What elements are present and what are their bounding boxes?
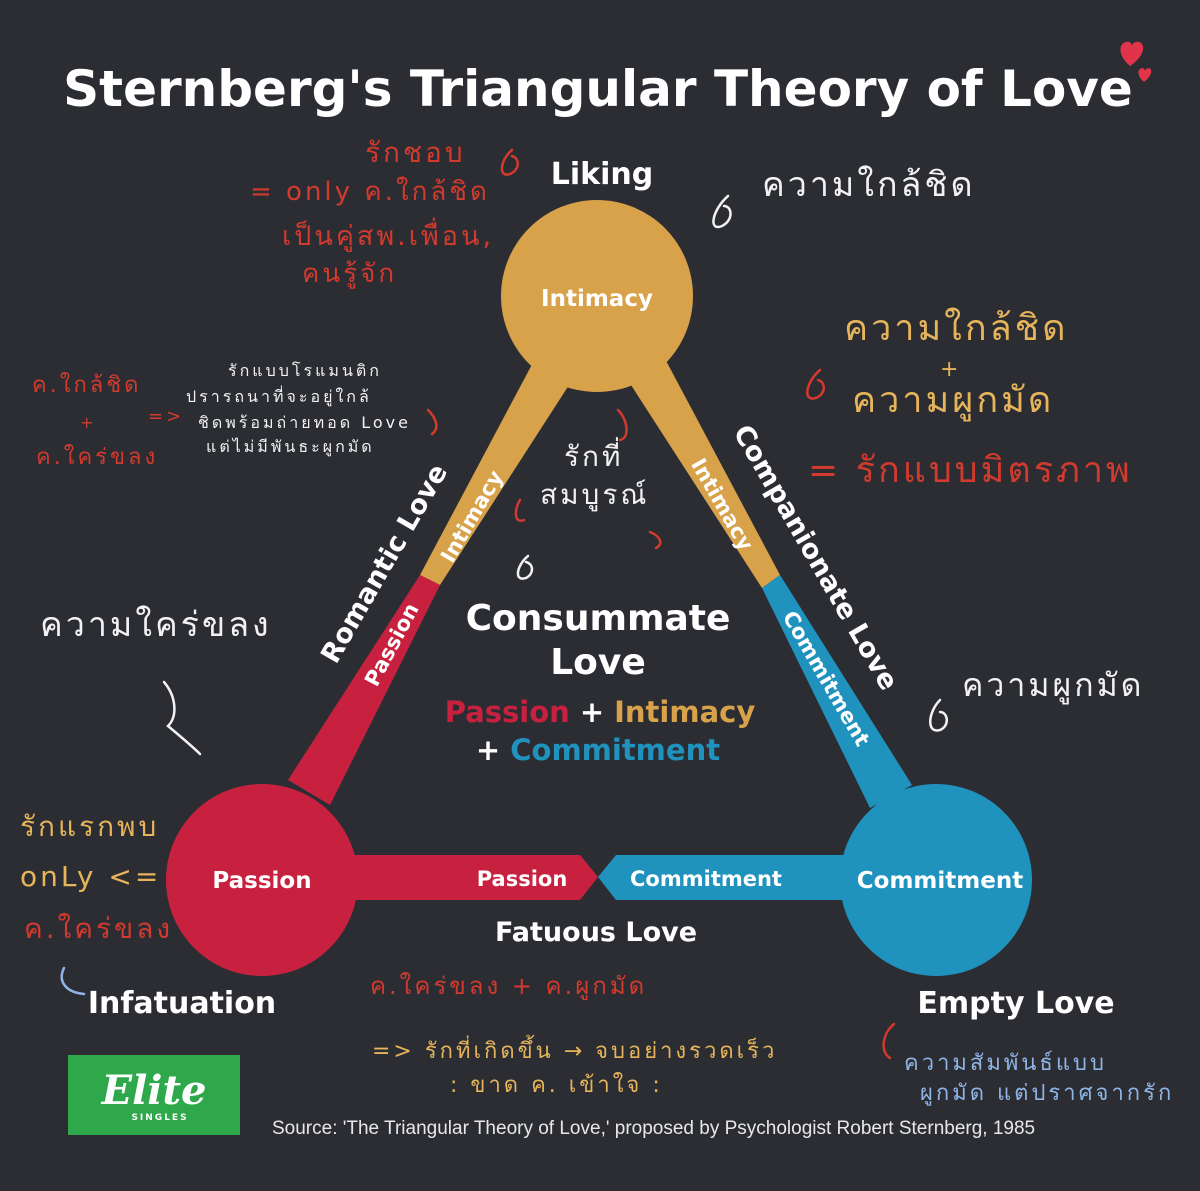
note-infatuation-line1: รักแรกพบ [20, 810, 159, 843]
commitment-band-bottom [598, 855, 860, 900]
center-title-line1: Consummate [466, 598, 731, 639]
intimacy-band-left [420, 340, 580, 585]
note-passion-th: ความใคร่ขลง [40, 605, 272, 645]
note-liking-title: รักชอบ [365, 136, 466, 169]
note-fatuous-line2: => รักที่เกิดขึ้น → จบอย่างรวดเร็ว [372, 1035, 777, 1064]
note-bullet-marks [60, 148, 948, 1060]
note-fatuous-line1: ค.ใคร่ขลง + ค.ผูกมัด [370, 972, 647, 1001]
note-companion-plus: + [940, 357, 961, 382]
logo-sub: SINGLES [131, 1113, 188, 1123]
note-companion-line3: = รักแบบมิตรภาพ [808, 450, 1133, 491]
note-intimacy-th: ความใกล้ชิด [762, 165, 976, 205]
intimacy-band-right [620, 340, 780, 588]
note-romantic-d2: ปรารถนาที่จะอยู่ใกล้ [186, 385, 372, 407]
note-romantic-arrow: => [148, 406, 184, 427]
note-romantic-d1: รักแบบโรแมนติก [228, 361, 382, 380]
note-fatuous-line3: : ขาด ค. เข้าใจ : [450, 1072, 663, 1098]
note-romantic-a: ค.ใกล้ชิด [32, 372, 141, 398]
formula-passion: Passion [445, 695, 570, 729]
center-formula-line2: + Commitment [476, 733, 720, 767]
formula-intimacy: Intimacy [614, 695, 755, 729]
vertex-empty-love: Empty Love [917, 986, 1114, 1021]
edge-companionate-love [620, 340, 912, 808]
commitment-band-right [762, 575, 912, 808]
page-title: Sternberg's Triangular Theory of Love [63, 60, 1133, 118]
commitment-circle [840, 784, 1032, 976]
note-infatuation-line3: ค.ใคร่ขลง [24, 912, 173, 945]
intimacy-circle [501, 200, 693, 392]
note-infatuation-line2: onLy <= [20, 860, 161, 893]
note-liking-line2: เป็นคู่สพ.เพื่อน, [282, 217, 494, 252]
passion-band-bottom [300, 855, 598, 900]
center-formula-line1: Passion + Intimacy [445, 695, 756, 729]
vertex-infatuation: Infatuation [88, 986, 276, 1021]
note-romantic-plus: + [80, 413, 96, 432]
band-label-commitment-bottom: Commitment [630, 867, 782, 891]
note-companion-line1: ความใกล้ชิด [844, 307, 1069, 349]
circle-label-commitment: Commitment [857, 868, 1023, 894]
note-center-line2: สมบูรณ์ [540, 478, 649, 512]
note-companion-line2: ความผูกมัด [852, 380, 1054, 422]
note-romantic-d3: ชิดพร้อมถ่ายทอด Love [198, 413, 411, 432]
band-label-passion-bottom: Passion [477, 867, 568, 891]
handwritten-annotations: รักชอบ = only ค.ใกล้ชิด เป็นคู่สพ.เพื่อน… [20, 136, 1174, 1106]
elite-singles-logo: Elite SINGLES [68, 1055, 240, 1135]
passion-circle [166, 784, 358, 976]
vertex-liking: Liking [551, 157, 653, 192]
circle-label-intimacy: Intimacy [541, 286, 653, 312]
center-title-line2: Love [550, 642, 646, 683]
circle-label-passion: Passion [212, 868, 311, 894]
note-liking-line3: คนรู้จัก [302, 259, 397, 289]
note-center-line1: รักที่ [564, 437, 623, 473]
source-caption: Source: 'The Triangular Theory of Love,'… [272, 1118, 1035, 1139]
passion-band-left [288, 575, 440, 805]
edge-fatuous-love [300, 855, 860, 900]
formula-commitment: Commitment [510, 733, 720, 767]
note-liking-line1: = only ค.ใกล้ชิด [250, 177, 490, 207]
note-romantic-b: ค.ใคร่ขลง [36, 444, 158, 470]
formula-plus-1: + [580, 695, 604, 729]
heart-icon [1120, 41, 1152, 82]
edge-name-fatuous-love: Fatuous Love [495, 917, 697, 948]
note-empty-line2: ผูกมัด แต่ปราศจากรัก [920, 1081, 1174, 1106]
formula-plus-2: + [476, 733, 500, 767]
edge-romantic-love [288, 340, 580, 805]
note-commitment-th: ความผูกมัด [962, 666, 1144, 705]
logo-name: Elite [101, 1067, 207, 1114]
note-romantic-d4: แต่ไม่มีพันธะผูกมัด [206, 437, 375, 457]
note-empty-line1: ความสัมพันธ์แบบ [904, 1051, 1107, 1076]
